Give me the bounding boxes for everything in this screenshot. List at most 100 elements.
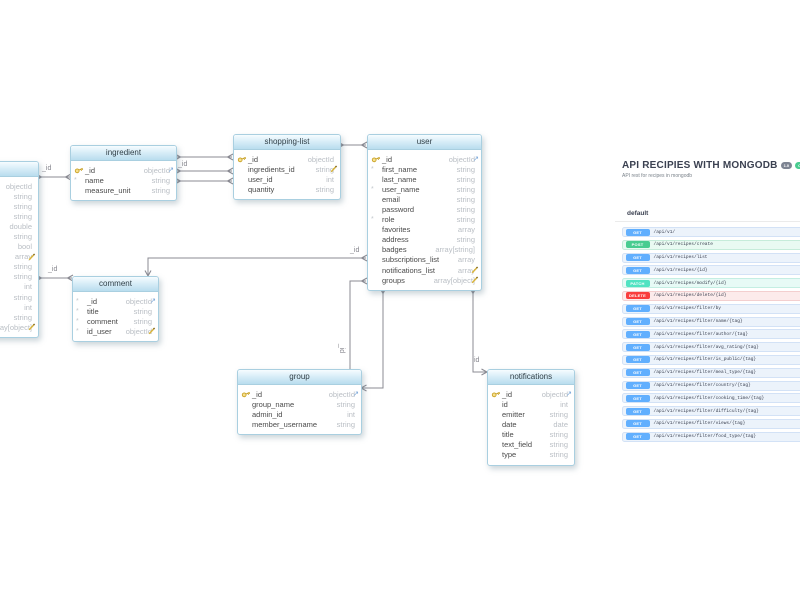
- endpoint-path: /api/v1/recipes/delete/{id}: [653, 293, 727, 299]
- field-type: string: [13, 232, 32, 242]
- method-badge: GET: [625, 343, 650, 351]
- field-name: _id: [502, 389, 513, 399]
- wire-label: _id: [48, 266, 58, 273]
- field-name: password: [382, 205, 415, 215]
- field-row: string: [0, 201, 32, 211]
- field-type: int: [326, 174, 334, 184]
- endpoint-row[interactable]: DELETE/api/v1/recipes/delete/{id}: [622, 290, 800, 301]
- endpoint-row[interactable]: GET/api/v1/recipes/filter/avg_rating/{ta…: [622, 342, 800, 353]
- wire-label: _id: [338, 343, 346, 354]
- field-name: date: [502, 419, 517, 429]
- field-type: string: [336, 419, 355, 429]
- field-type: string: [549, 409, 568, 419]
- field-type: string: [456, 164, 475, 174]
- method-badge: GET: [625, 330, 650, 338]
- endpoint-path: /api/v1/recipes/filter/country/{tag}: [653, 383, 751, 389]
- endpoint-path: /api/v1/recipes/filter/cooking_time/{tag…: [653, 395, 765, 401]
- endpoint-path: /api/v1/recipes/list: [653, 255, 708, 261]
- method-badge: POST: [625, 241, 650, 249]
- field-type: string: [13, 272, 32, 282]
- field-type: string: [133, 316, 152, 326]
- endpoint-row[interactable]: GET/api/v1/recipes/filter/cooking_time/{…: [622, 393, 800, 404]
- field-type: objectId: [307, 154, 334, 164]
- field-name: _id: [252, 389, 263, 399]
- field-type: string: [13, 201, 32, 211]
- method-badge: GET: [625, 228, 650, 236]
- field-type: string: [13, 262, 32, 272]
- field-marker: *: [371, 216, 374, 224]
- table-title: user: [368, 135, 481, 150]
- endpoint-row[interactable]: GET/api/v1/recipes/list: [622, 252, 800, 263]
- api-section-default[interactable]: default: [615, 210, 800, 222]
- table-title: comment: [73, 277, 158, 292]
- endpoint-path: /api/v1/recipes/filter/author/{tag}: [653, 331, 749, 337]
- field-name: _id: [248, 154, 259, 164]
- endpoint-row[interactable]: GET/api/v1/recipes/filter/country/{tag}: [622, 380, 800, 391]
- endpoint-row[interactable]: GET/api/v1/recipes/filter/difficulty/{ta…: [622, 406, 800, 417]
- field-row: int: [0, 282, 32, 292]
- key-icon: [74, 166, 85, 174]
- endpoint-row[interactable]: GET/api/v1/: [622, 227, 800, 237]
- endpoint-row[interactable]: GET/api/v1/recipes/filter/by: [622, 303, 800, 314]
- method-badge: GET: [625, 407, 650, 415]
- method-badge: GET: [625, 266, 650, 274]
- endpoint-row[interactable]: POST/api/v1/recipes/create: [622, 239, 800, 250]
- field-name: last_name: [382, 174, 417, 184]
- field-type: string: [13, 312, 32, 322]
- endpoint-row[interactable]: GET/api/v1/recipes/filter/food_type/{tag…: [622, 431, 800, 442]
- field-name: notifications_list: [382, 265, 435, 275]
- api-subtitle: API rest for recipes in mongodb: [622, 173, 693, 179]
- pencil-icon: [148, 327, 156, 335]
- api-title: API RECIPIES WITH MONGODB: [622, 160, 778, 171]
- field-marker: *: [74, 176, 77, 184]
- field-row: string: [0, 211, 32, 221]
- field-row: string: [0, 272, 32, 282]
- endpoint-row[interactable]: GET/api/v1/recipes/filter/is_public/{tag…: [622, 354, 800, 365]
- endpoint-row[interactable]: GET/api/v1/recipes/filter/name/{tag}: [622, 316, 800, 327]
- field-type: string: [456, 184, 475, 194]
- field-type: objectId: [125, 326, 152, 336]
- pencil-icon: [471, 276, 479, 284]
- endpoint-row[interactable]: GET/api/v1/recipes/filter/views/{tag}: [622, 418, 800, 429]
- method-badge: GET: [625, 420, 650, 428]
- field-name: groups: [382, 275, 405, 285]
- field-name: badges: [382, 245, 407, 255]
- field-type: string: [456, 174, 475, 184]
- field-name: comment: [87, 316, 118, 326]
- field-name: group_name: [252, 399, 295, 409]
- endpoint-row[interactable]: GET/api/v1/recipes/filter/author/{tag}: [622, 329, 800, 340]
- endpoint-row[interactable]: GET/api/v1/recipes/filter/meal_type/{tag…: [622, 367, 800, 378]
- field-row: string: [0, 262, 32, 272]
- field-type: array: [457, 265, 475, 275]
- pencil-icon: [28, 253, 36, 261]
- field-name: first_name: [382, 164, 418, 174]
- key-icon: [491, 390, 502, 398]
- endpoint-row[interactable]: GET/api/v1/recipes/{id}: [622, 265, 800, 276]
- endpoint-row[interactable]: PATCH/api/v1/recipes/modify/{id}: [622, 278, 800, 289]
- field-name: favorites: [382, 225, 411, 235]
- field-type: string: [151, 185, 170, 195]
